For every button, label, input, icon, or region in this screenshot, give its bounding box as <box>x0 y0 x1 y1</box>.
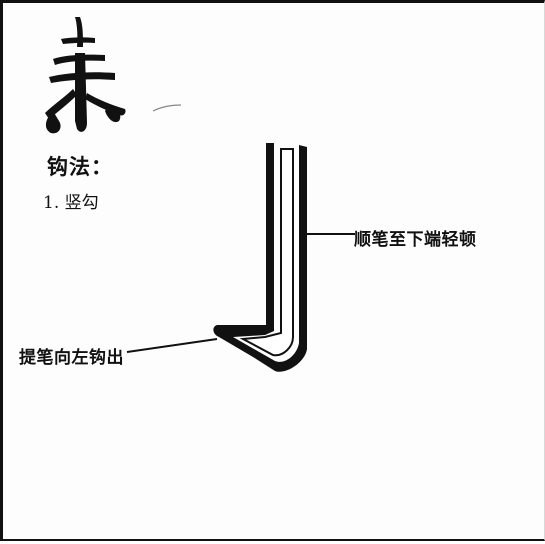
section-title: 钩法： <box>47 154 113 179</box>
item-label: 1. 竖勾 <box>43 193 99 213</box>
hook-stroke-outline <box>213 143 307 372</box>
brush-character-glyph <box>45 17 126 134</box>
vertical-hook-stroke-diagram <box>126 104 355 372</box>
annotation-left: 提笔向左钩出 <box>19 348 124 368</box>
leader-line-left <box>126 338 218 353</box>
annotation-right: 顺笔至下端轻顿 <box>354 230 477 250</box>
hook-stroke-inner <box>239 148 294 357</box>
ink-speck <box>152 104 182 112</box>
